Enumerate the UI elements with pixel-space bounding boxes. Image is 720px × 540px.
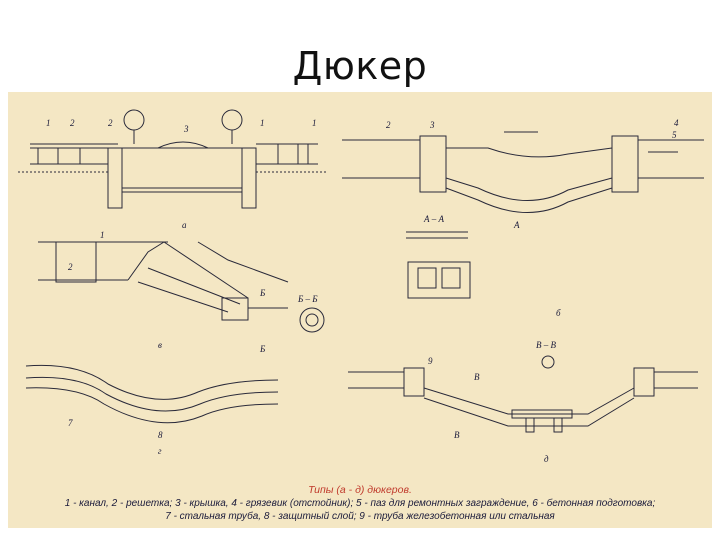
label-b-sub: А bbox=[513, 220, 520, 230]
label-c-sub: в bbox=[158, 340, 162, 350]
label-a-2b: 2 bbox=[108, 118, 113, 128]
duker-figure: 1 2 2 3 1 1 а 2 3 4 5 А А – А 1 2 Б Б в … bbox=[8, 92, 712, 528]
label-e-sub: д bbox=[544, 454, 549, 464]
label-d-sub: г bbox=[158, 446, 162, 456]
label-c-b1: Б bbox=[259, 288, 266, 298]
section-aa bbox=[406, 231, 471, 299]
label-e-v1: В bbox=[474, 372, 480, 382]
label-e-v2: В bbox=[454, 430, 460, 440]
diagram-c bbox=[38, 241, 325, 333]
label-b-2: 2 bbox=[386, 120, 391, 130]
caption-line-2: 7 - стальная труба, 8 - защитный слой; 9… bbox=[165, 511, 555, 522]
label-b-4: 4 bbox=[674, 118, 679, 128]
caption-title: Типы (а - д) дюкеров. bbox=[308, 484, 412, 496]
label-c-1: 1 bbox=[100, 230, 105, 240]
label-a-sub: а bbox=[182, 220, 187, 230]
diagram-d bbox=[25, 364, 279, 424]
label-d-7: 7 bbox=[68, 418, 73, 428]
label-a-2: 2 bbox=[70, 118, 75, 128]
label-e-9: 9 bbox=[428, 356, 433, 366]
duker-drawing: 1 2 2 3 1 1 а 2 3 4 5 А А – А 1 2 Б Б в … bbox=[18, 109, 704, 464]
label-d-8: 8 bbox=[158, 430, 163, 440]
label-a-1c: 1 bbox=[312, 118, 317, 128]
label-section-vv: В – В bbox=[536, 340, 556, 350]
label-b-3: 3 bbox=[429, 120, 435, 130]
label-a-1: 1 bbox=[46, 118, 51, 128]
diagram-b bbox=[342, 131, 704, 213]
label-a-1b: 1 bbox=[260, 118, 265, 128]
label-mid-right-sub: б bbox=[556, 308, 561, 318]
label-section-bb: Б – Б bbox=[297, 294, 318, 304]
label-c-2: 2 bbox=[68, 262, 73, 272]
diagram-e bbox=[348, 355, 698, 433]
label-c-b2: Б bbox=[259, 344, 266, 354]
diagram-a bbox=[18, 109, 328, 209]
label-section-aa: А – А bbox=[423, 214, 444, 224]
figure-caption: Типы (а - д) дюкеров. 1 - канал, 2 - реш… bbox=[8, 484, 712, 523]
label-a-3: 3 bbox=[183, 124, 189, 134]
slide-title: Дюкер bbox=[292, 44, 428, 88]
caption-line-1: 1 - канал, 2 - решетка; 3 - крышка, 4 - … bbox=[64, 498, 656, 509]
label-b-5: 5 bbox=[672, 130, 677, 140]
